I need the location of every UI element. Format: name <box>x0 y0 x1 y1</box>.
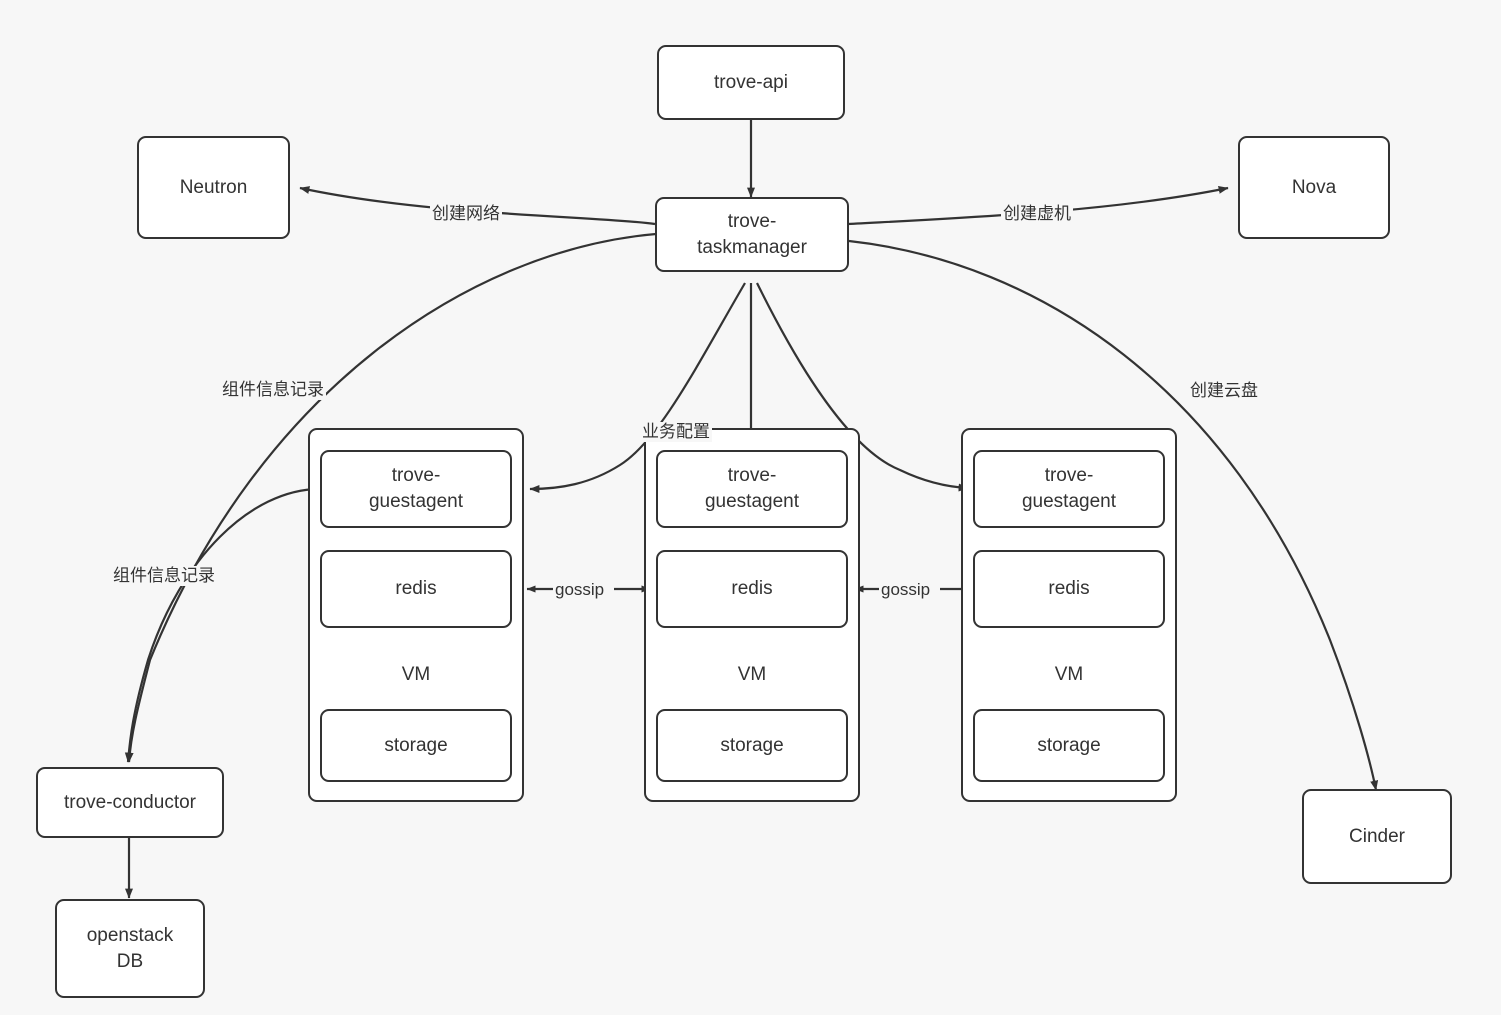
edge-label-gossip-right: gossip <box>879 580 933 601</box>
vm-right-label: VM <box>1054 664 1084 685</box>
node-trove-api[interactable]: trove-api <box>657 45 845 120</box>
node-nova-label: Nova <box>1291 176 1337 198</box>
vm-left-storage-label: storage <box>384 734 448 756</box>
edge-guestagent-left-to-conductor <box>124 487 321 763</box>
vm-left-guestagent[interactable]: trove- guestagent <box>320 450 512 528</box>
node-cinder-label: Cinder <box>1349 825 1405 847</box>
edge-label-service-config: 业务配置 <box>640 422 712 443</box>
edge-label-create-network: 创建网络 <box>430 204 502 225</box>
edge-taskmanager-to-guestagent-left <box>529 282 746 493</box>
node-cinder[interactable]: Cinder <box>1302 789 1452 884</box>
vm-right-guestagent[interactable]: trove- guestagent <box>973 450 1165 528</box>
vm-middle-label: VM <box>737 664 767 685</box>
node-trove-conductor-label: trove-conductor <box>63 791 196 813</box>
vm-right-guestagent-label: trove- guestagent <box>1021 465 1117 512</box>
node-trove-api-label: trove-api <box>714 71 788 93</box>
node-neutron-label: Neutron <box>179 176 248 198</box>
edge-taskmanager-to-neutron <box>299 186 656 226</box>
node-trove-taskmanager-label: trove- taskmanager <box>697 210 807 258</box>
vm-left-redis-label: redis <box>395 578 437 600</box>
node-neutron[interactable]: Neutron <box>137 136 290 239</box>
edge-taskmanager-to-guestagent-right <box>756 282 969 492</box>
node-trove-taskmanager[interactable]: trove- taskmanager <box>655 197 849 272</box>
vm-right-redis-label: redis <box>1048 578 1090 600</box>
node-openstack-db[interactable]: openstack DB <box>55 899 205 998</box>
edge-label-gossip-left: gossip <box>553 580 607 601</box>
vm-middle-redis-label: redis <box>731 578 773 600</box>
vm-middle-guestagent-label: trove- guestagent <box>704 465 800 512</box>
edge-label-create-volume: 创建云盘 <box>1188 381 1260 402</box>
vm-right-redis[interactable]: redis <box>973 550 1165 628</box>
node-trove-conductor[interactable]: trove-conductor <box>36 767 224 838</box>
edge-taskmanager-to-cinder <box>848 239 1379 791</box>
vm-right-storage[interactable]: storage <box>973 709 1165 782</box>
vm-left-redis[interactable]: redis <box>320 550 512 628</box>
vm-left-label: VM <box>401 664 431 685</box>
vm-left-guestagent-label: trove- guestagent <box>368 465 464 512</box>
node-openstack-db-label: openstack DB <box>86 924 174 972</box>
node-nova[interactable]: Nova <box>1238 136 1390 239</box>
vm-left-storage[interactable]: storage <box>320 709 512 782</box>
vm-middle-storage-label: storage <box>720 734 784 756</box>
vm-right-storage-label: storage <box>1037 734 1101 756</box>
edge-label-component-record-top: 组件信息记录 <box>220 380 326 401</box>
edge-label-create-vm: 创建虚机 <box>1001 204 1073 225</box>
edge-label-component-record-bottom: 组件信息记录 <box>111 566 217 587</box>
vm-middle-storage[interactable]: storage <box>656 709 848 782</box>
edge-taskmanager-to-conductor <box>125 232 657 763</box>
vm-middle-redis[interactable]: redis <box>656 550 848 628</box>
vm-middle-guestagent[interactable]: trove- guestagent <box>656 450 848 528</box>
